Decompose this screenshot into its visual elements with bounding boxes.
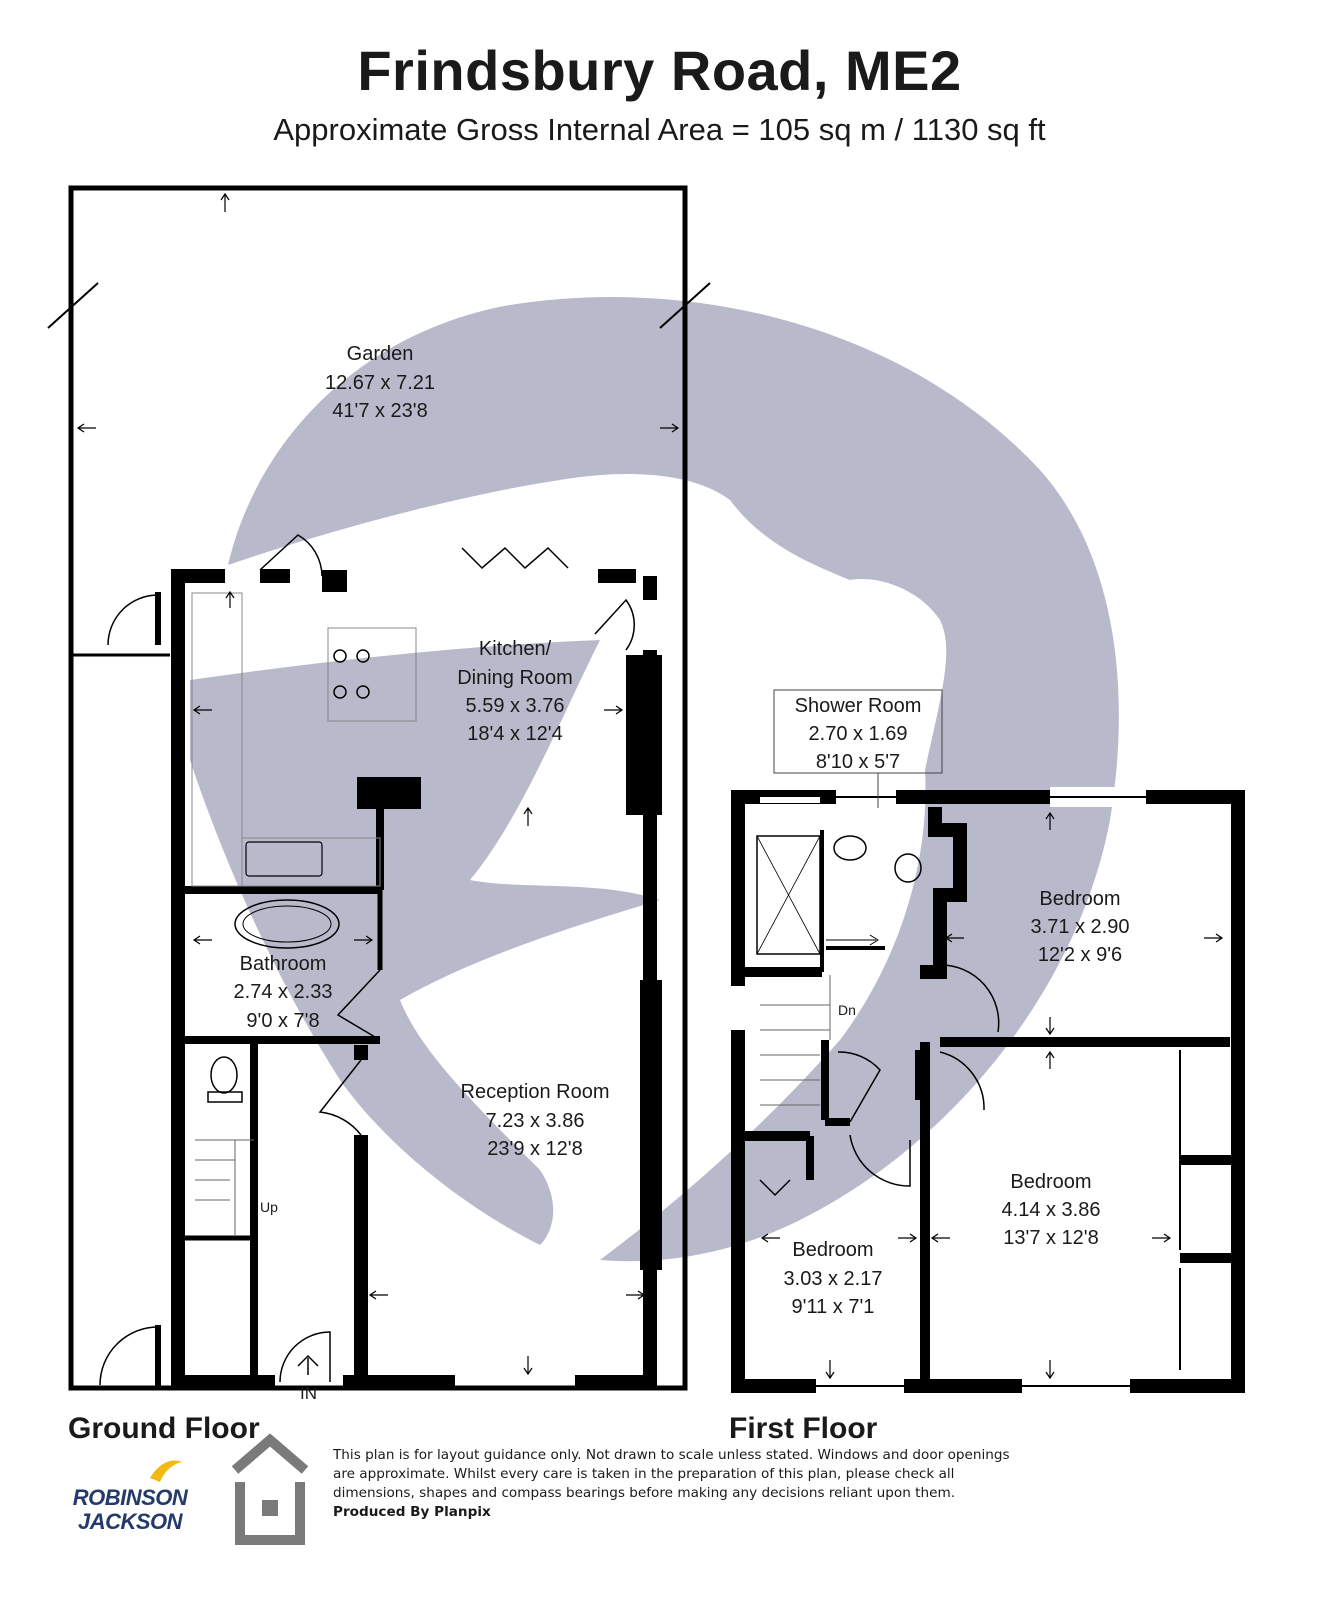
plan-title: Frindsbury Road, ME2 — [357, 39, 962, 102]
room-kitchen: Kitchen/ Dining Room 5.59 x 3.76 18'4 x … — [457, 638, 573, 745]
kitchen-name-1: Kitchen/ — [479, 638, 552, 660]
ground-floor-label: Ground Floor — [68, 1412, 260, 1445]
bedroom3-metric: 3.03 x 2.17 — [784, 1268, 883, 1290]
robinson-jackson-logo: ROBINSON JACKSON — [68, 1486, 192, 1534]
bathroom-name: Bathroom — [240, 953, 327, 975]
reception-metric: 7.23 x 3.86 — [486, 1110, 585, 1132]
room-bathroom: Bathroom 2.74 x 2.33 9'0 x 7'8 — [234, 953, 333, 1032]
bedroom2-imperial: 13'7 x 12'8 — [1003, 1227, 1099, 1249]
room-reception: Reception Room 7.23 x 3.86 23'9 x 12'8 — [461, 1081, 610, 1160]
room-garden: Garden 12.67 x 7.21 41'7 x 23'8 — [325, 343, 435, 422]
produced-by: Produced By Planpix — [333, 1504, 491, 1520]
room-shower: Shower Room 2.70 x 1.69 8'10 x 5'7 — [795, 695, 922, 773]
kitchen-metric: 5.59 x 3.76 — [466, 695, 565, 717]
bedroom3-name: Bedroom — [792, 1239, 873, 1261]
bedroom2-name: Bedroom — [1010, 1171, 1091, 1193]
walls — [47, 185, 1245, 1396]
first-floor-label: First Floor — [729, 1412, 878, 1445]
kitchen-imperial: 18'4 x 12'4 — [467, 723, 563, 745]
bedroom2-metric: 4.14 x 3.86 — [1002, 1199, 1101, 1221]
bedroom1-name: Bedroom — [1039, 888, 1120, 910]
shower-metric: 2.70 x 1.69 — [809, 723, 908, 745]
room-bedroom-3: Bedroom 3.03 x 2.17 9'11 x 7'1 — [784, 1239, 883, 1318]
bedroom1-imperial: 12'2 x 9'6 — [1038, 944, 1122, 966]
dimension-arrows — [76, 192, 1224, 1380]
disclaimer: This plan is for layout guidance only. N… — [333, 1446, 1093, 1522]
room-bedroom-1: Bedroom 3.71 x 2.90 12'2 x 9'6 — [1031, 888, 1130, 966]
stairs-up-label: Up — [260, 1199, 278, 1215]
planpix-logo — [231, 1433, 309, 1545]
bathroom-metric: 2.74 x 2.33 — [234, 981, 333, 1003]
bedroom3-imperial: 9'11 x 7'1 — [792, 1296, 875, 1318]
brand-line-2: JACKSON — [77, 1509, 183, 1534]
brand-swoosh-icon — [150, 1460, 182, 1482]
garden-metric: 12.67 x 7.21 — [325, 372, 435, 394]
disclaimer-line-1: This plan is for layout guidance only. N… — [333, 1447, 1010, 1463]
garden-imperial: 41'7 x 23'8 — [332, 400, 428, 422]
bedroom1-metric: 3.71 x 2.90 — [1031, 916, 1130, 938]
garden-name: Garden — [347, 343, 414, 365]
entrance-label: IN — [300, 1384, 317, 1403]
reception-name: Reception Room — [461, 1081, 610, 1103]
brand-line-1: ROBINSON — [72, 1485, 188, 1510]
disclaimer-line-2: are approximate. Whilst every care is ta… — [333, 1466, 955, 1482]
kitchen-name-2: Dining Room — [457, 667, 573, 689]
shower-imperial: 8'10 x 5'7 — [816, 751, 900, 773]
room-bedroom-2: Bedroom 4.14 x 3.86 13'7 x 12'8 — [1002, 1171, 1101, 1249]
stairs-down-label: Dn — [838, 1002, 856, 1018]
disclaimer-line-3: dimensions, shapes and compass bearings … — [333, 1485, 956, 1501]
shower-name: Shower Room — [795, 695, 922, 717]
bathroom-imperial: 9'0 x 7'8 — [246, 1010, 319, 1032]
reception-imperial: 23'9 x 12'8 — [487, 1138, 583, 1160]
watermark-logo — [190, 297, 1119, 1262]
gross-area: Approximate Gross Internal Area = 105 sq… — [273, 112, 1046, 147]
